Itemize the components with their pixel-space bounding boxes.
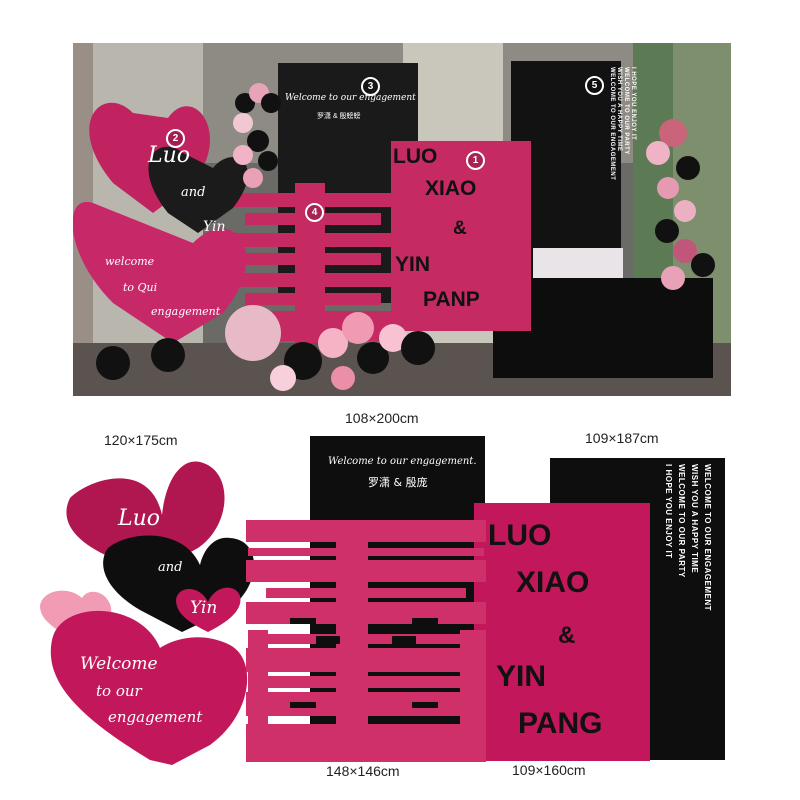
welcome-line-3: engagement	[108, 708, 203, 726]
heart-yin	[176, 587, 241, 632]
name-board-pang: PANG	[518, 707, 603, 740]
photo-vertical-text-group: WELCOME TO OUR ENGAGEMENT WISH YOU A HAP…	[609, 67, 636, 180]
photo-scene	[73, 43, 731, 396]
dimension-black-board: 108×200cm	[345, 410, 419, 426]
photo-name-xiao: XIAO	[425, 177, 477, 200]
photo-black-board-names: 罗潇 & 殷螃螃	[317, 113, 361, 120]
photo-welcome-line-3: engagement	[151, 305, 221, 318]
photo-vertical-line-2: WISH YOU A HAPPY TIME	[616, 67, 622, 152]
name-board-amp: &	[558, 622, 576, 649]
dimension-tall-board: 109×187cm	[585, 430, 659, 446]
photo-welcome-line-2: to Qui	[123, 281, 158, 294]
tall-board-line-1: WELCOME TO OUR ENGAGEMENT	[703, 464, 712, 612]
marker-2: 2	[166, 129, 185, 148]
dimension-xi-symbol: 148×146cm	[326, 763, 400, 779]
marker-4: 4	[305, 203, 324, 222]
welcome-line-1: Welcome	[80, 654, 158, 674]
black-board-names: 罗潇 & 殷庞	[368, 476, 428, 489]
name-board-luo: LUO	[488, 519, 552, 552]
photo-name-yin: YIN	[395, 253, 431, 276]
heart-and-text: and	[158, 560, 183, 575]
marker-5: 5	[585, 76, 604, 95]
tall-board-vertical-group: WELCOME TO OUR ENGAGEMENT WISH YOU A HAP…	[664, 464, 712, 611]
heart-luo-text: Luo	[118, 506, 161, 531]
name-board-yin: YIN	[496, 660, 547, 693]
photo-heart-yin-text: Yin	[203, 219, 226, 235]
photo-vertical-line-3: WELCOME TO OUR PARTY	[623, 67, 629, 155]
heart-yin-text: Yin	[190, 598, 218, 618]
marker-1: 1	[466, 151, 485, 170]
tall-board-line-2: WISH YOU A HAPPY TIME	[690, 464, 699, 574]
dimension-hearts: 120×175cm	[104, 432, 178, 448]
dimension-name-board: 109×160cm	[512, 762, 586, 778]
marker-3: 3	[361, 77, 380, 96]
photo-heart-and-text: and	[181, 185, 206, 200]
photo-vertical-line-4: I HOPE YOU ENJOY IT	[630, 67, 636, 141]
name-board-xiao: XIAO	[516, 566, 590, 599]
tall-board-line-3: WELCOME TO OUR PARTY	[677, 464, 686, 578]
black-board-title: Welcome to our engagement.	[328, 456, 477, 467]
photo-welcome-line-1: welcome	[105, 255, 155, 268]
name-board	[474, 503, 650, 761]
photo-vertical-line-1: WELCOME TO OUR ENGAGEMENT	[609, 67, 615, 181]
tall-board-line-4: I HOPE YOU ENJOY IT	[664, 464, 673, 559]
photo-name-luo: LUO	[393, 145, 438, 168]
photo-heart-luo-text: Luo	[148, 143, 191, 168]
photo-name-amp: &	[453, 218, 467, 239]
event-photo: Luo and Yin welcome to Qui engagement We…	[73, 43, 731, 396]
heart-luo	[66, 461, 225, 570]
photo-name-panp: PANP	[423, 288, 480, 311]
welcome-line-2: to our	[96, 682, 142, 700]
photo-black-board-title: Welcome to our engagement	[285, 93, 416, 103]
xi-symbol	[246, 520, 486, 762]
heart-welcome	[50, 610, 248, 765]
